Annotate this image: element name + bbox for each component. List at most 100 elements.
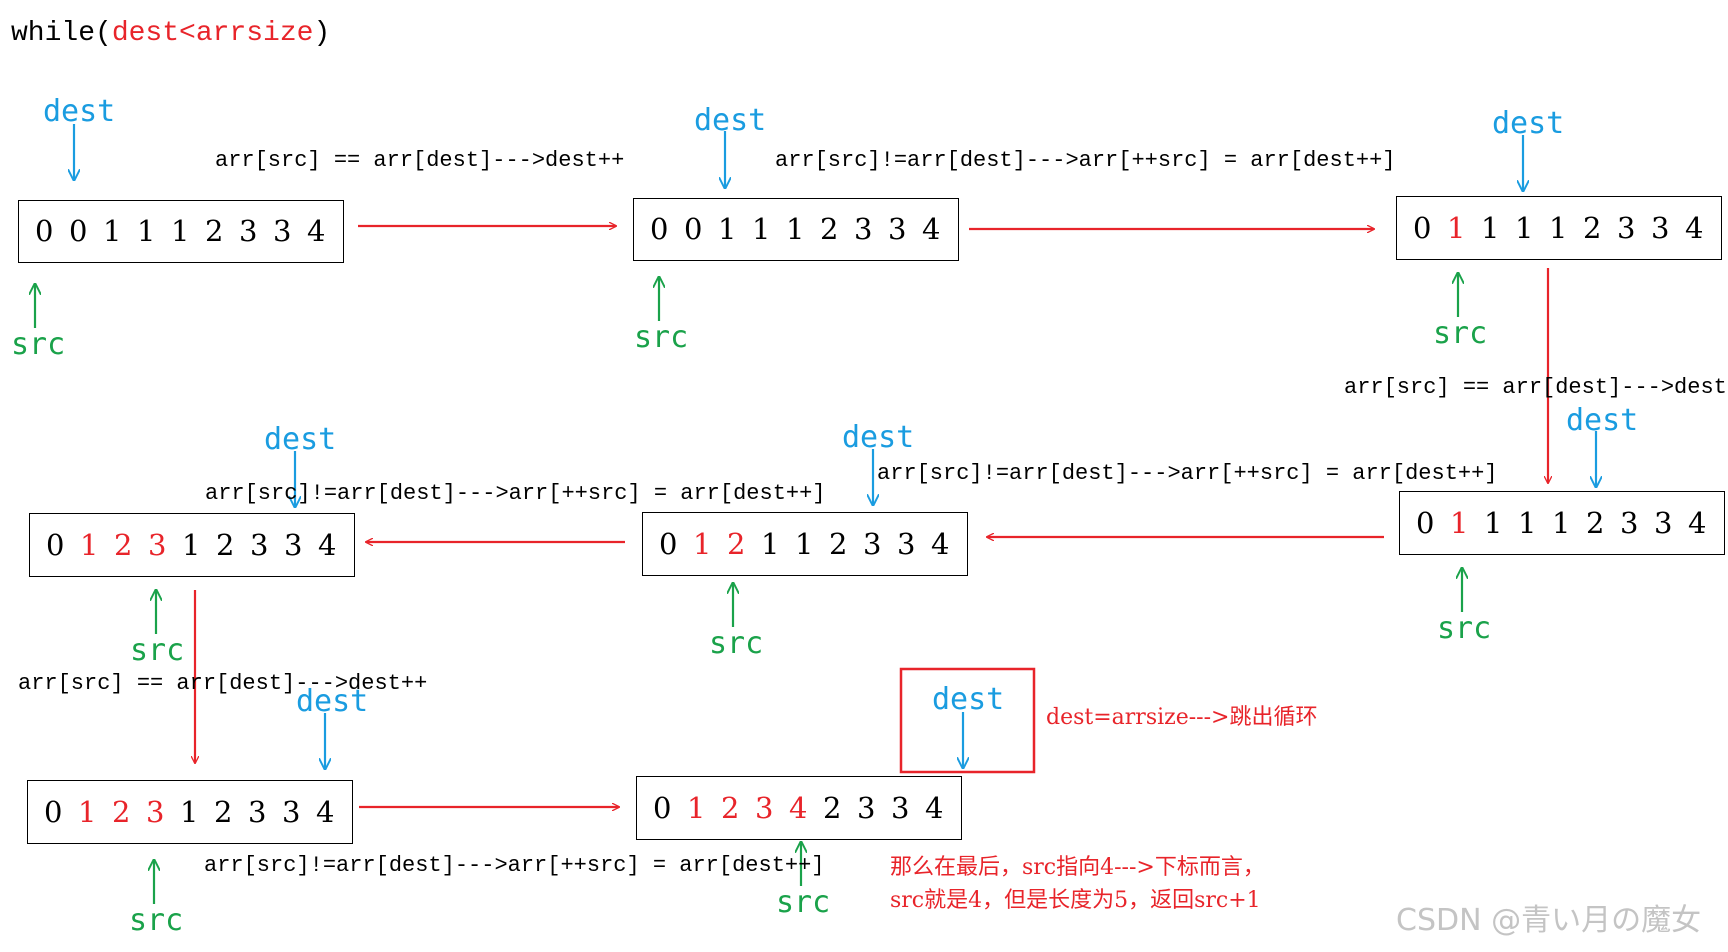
op-not-equal-1: arr[src]!=arr[dest]--->arr[++src] = arr[… — [775, 148, 1396, 173]
array-cell: 1 — [687, 790, 706, 825]
csdn-watermark: CSDN @青い月の魔女 — [1396, 903, 1702, 938]
op-not-equal-4: arr[src]!=arr[dest]--->arr[++src] = arr[… — [204, 853, 825, 878]
src-label-5: src — [709, 626, 764, 661]
array-cell: 4 — [925, 790, 944, 825]
array-cell: 1 — [761, 526, 780, 561]
array-cell: 3 — [282, 794, 301, 829]
array-cell: 3 — [888, 212, 907, 246]
array-cell: 2 — [721, 790, 740, 825]
array-cell: 0 — [653, 790, 672, 825]
title-condition: dest<arrsize — [111, 18, 314, 49]
array-cell: 1 — [182, 527, 201, 562]
array-cell: 2 — [820, 212, 839, 246]
array-cell: 3 — [863, 526, 882, 561]
array-cell: 4 — [931, 526, 950, 561]
array-cell: 3 — [250, 527, 269, 562]
src-label-6: src — [130, 633, 185, 668]
array-cell: 3 — [1617, 210, 1636, 245]
array-cell: 3 — [146, 794, 165, 829]
title-suffix: ) — [313, 18, 331, 49]
op-equal-1: arr[src] == arr[dest]--->dest++ — [215, 148, 625, 173]
array-cell: 1 — [103, 214, 122, 248]
array-cell: 3 — [239, 214, 258, 248]
src-label-1: src — [11, 327, 66, 362]
array-cell: 2 — [205, 214, 224, 248]
array-cell: 1 — [752, 212, 771, 246]
array-cell: 1 — [180, 794, 199, 829]
array-cell: 0 — [659, 526, 678, 561]
array-cell: 0 — [684, 212, 703, 246]
array-cell: 2 — [823, 790, 842, 825]
src-label-2: src — [634, 320, 689, 355]
array-cell: 3 — [1651, 210, 1670, 245]
array-cell: 3 — [857, 790, 876, 825]
src-label-3: src — [1433, 316, 1488, 351]
array-cell: 2 — [1586, 505, 1605, 540]
title-prefix: while( — [11, 18, 112, 49]
exit-highlight-box — [899, 667, 1036, 774]
array-cell: 4 — [316, 794, 335, 829]
array-cell: 3 — [1654, 505, 1673, 540]
array-cell: 4 — [1685, 210, 1704, 245]
loop-condition-title: while(dest<arrsize) — [11, 20, 330, 48]
array-cell: 2 — [829, 526, 848, 561]
array-cell: 3 — [891, 790, 910, 825]
dest-label-2: dest — [694, 103, 767, 138]
src-label-7: src — [129, 903, 184, 938]
array-cell: 1 — [693, 526, 712, 561]
src-pointer-arrows — [35, 273, 1462, 904]
array-cell: 2 — [114, 527, 133, 562]
array-cell: 0 — [1413, 210, 1432, 245]
array-cell: 1 — [1549, 210, 1568, 245]
array-cell: 1 — [1552, 505, 1571, 540]
exit-note: dest=arrsize--->跳出循环 — [1046, 705, 1318, 730]
red-flow-arrows — [195, 226, 1548, 807]
dest-label-8: dest — [932, 682, 1005, 717]
array-cell: 0 — [650, 212, 669, 246]
array-cell: 2 — [727, 526, 746, 561]
array-cell: 3 — [248, 794, 267, 829]
array-cell: 4 — [307, 214, 326, 248]
array-cell: 4 — [318, 527, 337, 562]
op-not-equal-3: arr[src]!=arr[dest]--->arr[++src] = arr[… — [205, 481, 826, 506]
array-cell: 1 — [80, 527, 99, 562]
array-cell: 2 — [112, 794, 131, 829]
src-label-4: src — [1437, 611, 1492, 646]
final-note-line-1: 那么在最后，src指向4--->下标而言， — [890, 855, 1265, 880]
array-cell: 1 — [1481, 210, 1500, 245]
array-cell: 4 — [789, 790, 808, 825]
src-label-8: src — [776, 885, 831, 920]
dest-label-7: dest — [296, 684, 369, 719]
array-cell: 2 — [1583, 210, 1602, 245]
op-equal-3: arr[src] == arr[dest]--->dest++ — [18, 671, 428, 696]
dest-pointer-arrows — [74, 124, 1596, 769]
dest-label-5: dest — [842, 420, 915, 455]
array-cell: 3 — [897, 526, 916, 561]
array-cell: 3 — [1620, 505, 1639, 540]
array-cell: 1 — [718, 212, 737, 246]
array-cell: 0 — [35, 214, 54, 248]
dest-label-4: dest — [1566, 403, 1639, 438]
array-cell: 2 — [214, 794, 233, 829]
array-cell: 0 — [1416, 505, 1435, 540]
array-cell: 1 — [137, 214, 156, 248]
array-cell: 3 — [273, 214, 292, 248]
op-equal-2: arr[src] == arr[dest]--->dest++ — [1344, 375, 1728, 400]
dest-label-6: dest — [264, 422, 337, 457]
op-not-equal-2: arr[src]!=arr[dest]--->arr[++src] = arr[… — [877, 461, 1498, 486]
array-cell: 2 — [216, 527, 235, 562]
array-cell: 0 — [44, 794, 63, 829]
array-cell: 1 — [78, 794, 97, 829]
array-cell: 1 — [795, 526, 814, 561]
array-cell: 1 — [786, 212, 805, 246]
array-cell: 4 — [922, 212, 941, 246]
array-cell: 3 — [284, 527, 303, 562]
array-cell: 0 — [69, 214, 88, 248]
